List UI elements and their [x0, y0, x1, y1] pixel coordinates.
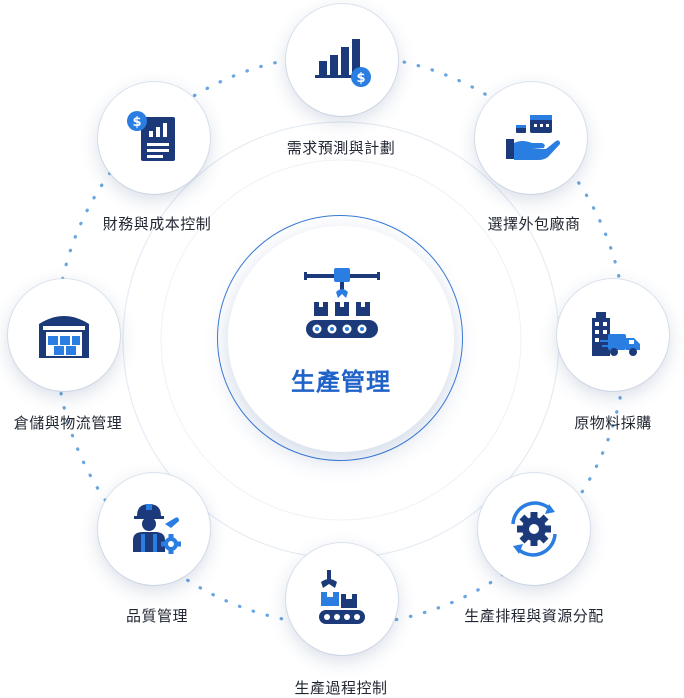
svg-text:$: $	[132, 115, 141, 130]
node-label-process-control: 生產過程控制	[294, 679, 388, 697]
node-label-demand-forecast: 需求預測與計劃	[286, 139, 396, 157]
node-label-warehouse-logistics: 倉儲與物流管理	[13, 414, 123, 432]
svg-text:$: $	[356, 71, 365, 86]
conveyor-robot-arm-icon	[304, 268, 380, 338]
bar-chart-dollar-icon: $	[315, 39, 371, 87]
node-warehouse-logistics[interactable]	[8, 279, 120, 391]
node-label-raw-material-procurement: 原物料採購	[574, 414, 652, 432]
node-raw-material-procurement[interactable]	[557, 279, 669, 391]
node-finance-cost[interactable]: $	[98, 82, 210, 194]
robot-arm-conveyor-icon	[319, 570, 365, 624]
node-process-control[interactable]	[286, 543, 398, 655]
hand-supplier-icon	[506, 115, 560, 160]
node-label-scheduling-resources: 生產排程與資源分配	[464, 607, 604, 625]
node-scheduling-resources[interactable]	[478, 473, 590, 585]
warehouse-icon	[39, 316, 89, 358]
node-quality-management[interactable]	[98, 473, 210, 585]
engineer-gear-icon	[133, 504, 181, 554]
innermost-ring	[160, 159, 522, 521]
center-title: 生產管理	[291, 368, 391, 396]
center-ring	[217, 215, 463, 461]
gear-cycle-icon	[511, 501, 557, 557]
factory-truck-icon	[592, 312, 640, 356]
node-label-finance-cost: 財務與成本控制	[102, 215, 212, 233]
node-label-outsource-supplier: 選擇外包廠商	[487, 215, 581, 233]
node-label-quality-management: 品質管理	[125, 607, 189, 625]
node-outsource-supplier[interactable]	[475, 82, 587, 194]
center-circle	[228, 226, 454, 452]
dollar-report-icon: $	[127, 111, 175, 161]
node-demand-forecast[interactable]: $	[286, 4, 398, 116]
